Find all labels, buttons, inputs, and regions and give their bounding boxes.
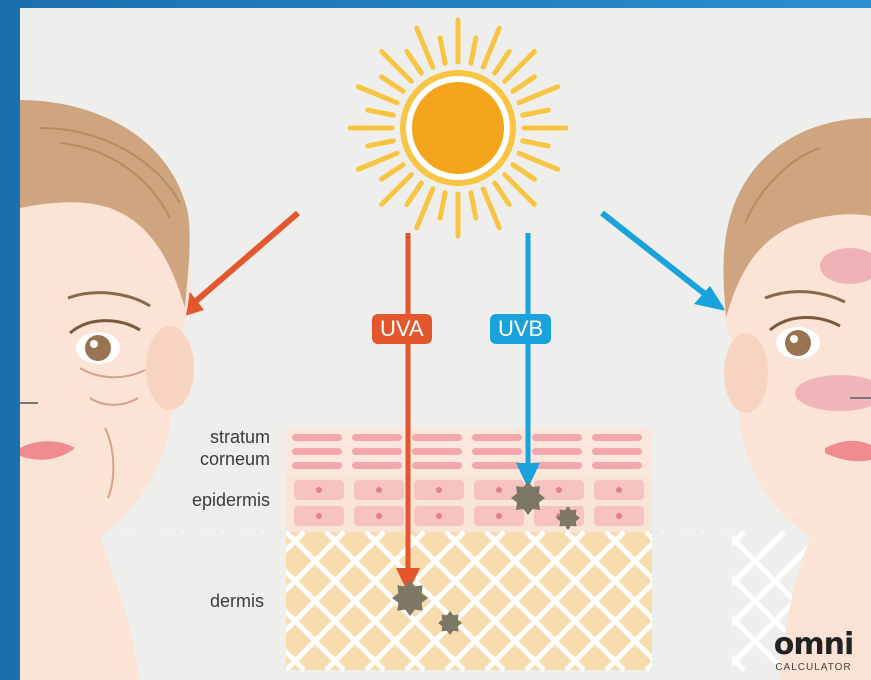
sun-ray	[495, 52, 509, 74]
cell-nucleus	[376, 487, 382, 493]
sun-ray	[368, 141, 394, 146]
damage-spot	[392, 580, 428, 616]
sun-ray	[440, 193, 445, 219]
stratum-cell	[352, 448, 402, 455]
damage-spot	[511, 481, 545, 515]
sun-ray	[417, 189, 433, 228]
stratum-cell	[292, 448, 342, 455]
logo-wordmark: omni	[756, 630, 871, 660]
cell-nucleus	[316, 487, 322, 493]
sun-ray	[519, 153, 558, 169]
sun-ray	[382, 77, 404, 91]
cell-nucleus	[436, 513, 442, 519]
stratum-corneum-label: stratum corneum	[170, 426, 270, 470]
sun-ray	[505, 175, 535, 205]
cell-nucleus	[496, 513, 502, 519]
sun-ray	[358, 153, 397, 169]
sun-ray	[471, 38, 476, 64]
omni-calculator-logo: omni CALCULATOR	[756, 630, 871, 673]
stratum-cell	[412, 462, 462, 469]
dermis-label: dermis	[170, 590, 264, 612]
sun-ray	[523, 141, 549, 146]
uvb-label: UVB	[490, 314, 551, 344]
cell-nucleus	[556, 487, 562, 493]
stratum-cell	[532, 434, 582, 441]
sun-ray	[513, 77, 535, 91]
sun-ray	[368, 110, 394, 115]
sunburned-face-right	[723, 118, 871, 680]
damage-spot	[438, 611, 462, 635]
stratum-cell	[472, 434, 522, 441]
stratum-cell	[472, 448, 522, 455]
uva-label: UVA	[372, 314, 432, 344]
sun-ray	[483, 189, 499, 228]
sun-ray	[519, 87, 558, 103]
stratum-cell	[292, 462, 342, 469]
sun-ray	[523, 110, 549, 115]
stratum-cell	[412, 448, 462, 455]
uvb-diagonal-arrow-icon	[602, 213, 726, 311]
sun-ray	[495, 183, 509, 205]
sun-ray	[440, 38, 445, 64]
epidermis-label: epidermis	[150, 489, 270, 511]
skin-diagram	[20, 8, 871, 680]
sun-ray	[407, 52, 421, 74]
sun-ray	[407, 183, 421, 205]
stratum-cell	[352, 434, 402, 441]
sun-ray	[471, 193, 476, 219]
stratum-cell	[592, 462, 642, 469]
stratum-cell	[592, 434, 642, 441]
stratum-label-line1: stratum	[170, 426, 270, 448]
sun-icon	[350, 20, 566, 236]
cell-nucleus	[376, 513, 382, 519]
cell-nucleus	[496, 487, 502, 493]
cell-nucleus	[616, 487, 622, 493]
logo-subtitle: CALCULATOR	[756, 662, 871, 673]
cell-nucleus	[436, 487, 442, 493]
stratum-cell	[292, 434, 342, 441]
sun-ray	[513, 165, 535, 179]
cell-nucleus	[616, 513, 622, 519]
damage-spot	[556, 506, 580, 530]
illustration-panel: UVA UVB stratum corneum epidermis dermis…	[20, 8, 871, 680]
stratum-cell	[352, 462, 402, 469]
uva-diagonal-arrow-icon	[172, 213, 298, 320]
lattice-mask	[652, 532, 732, 680]
sun-ray	[382, 175, 412, 205]
stratum-cell	[592, 448, 642, 455]
sun-ray	[505, 52, 535, 82]
stratum-cell	[472, 462, 522, 469]
stratum-cell	[412, 434, 462, 441]
sun-ray	[382, 52, 412, 82]
sun-ray	[483, 28, 499, 67]
sun-ray	[382, 165, 404, 179]
sun-ray	[358, 87, 397, 103]
cell-nucleus	[316, 513, 322, 519]
stratum-label-line2: corneum	[170, 448, 270, 470]
sun-ray	[417, 28, 433, 67]
stratum-cell	[532, 448, 582, 455]
